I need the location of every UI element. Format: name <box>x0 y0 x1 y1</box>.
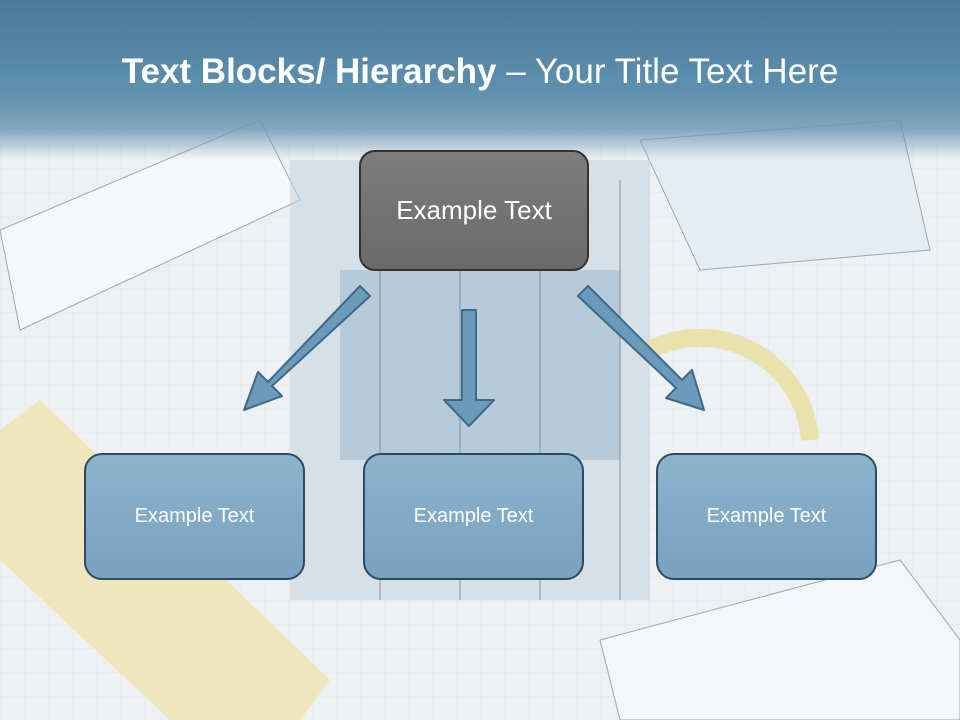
root-node-label: Example Text <box>396 195 552 225</box>
child-node-2: Example Text <box>363 453 584 580</box>
title-bold-part: Text Blocks/ Hierarchy <box>121 52 497 91</box>
title-band <box>0 0 960 160</box>
child-node-3: Example Text <box>656 453 877 580</box>
child-node-label: Example Text <box>706 505 827 527</box>
child-node-label: Example Text <box>134 505 255 527</box>
arrow-center <box>443 309 495 427</box>
root-node: Example Text <box>359 150 589 271</box>
arrow-right <box>577 285 705 411</box>
slide-title: Text Blocks/ Hierarchy – Your Title Text… <box>0 52 960 92</box>
arrow-left <box>243 285 371 411</box>
child-node-label: Example Text <box>413 505 534 527</box>
child-node-1: Example Text <box>84 453 305 580</box>
title-rest-part: – Your Title Text Here <box>496 52 839 91</box>
